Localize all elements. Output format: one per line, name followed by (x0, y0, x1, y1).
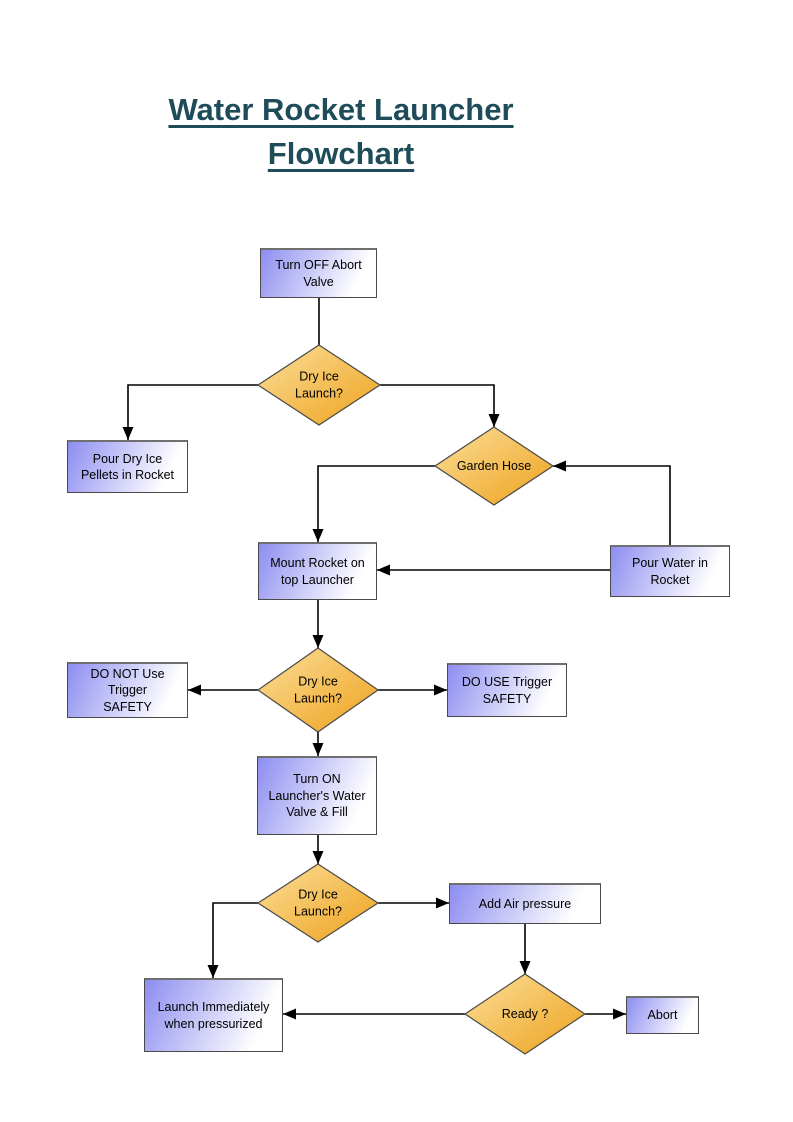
connector-dry-ice-1-to-garden-hose (380, 384, 500, 427)
node-do-not-use-trigger: DO NOT Use Trigger SAFETY (67, 662, 188, 718)
node-launch-immediately: Launch Immediately when pressurized (144, 978, 283, 1052)
node-label: DO USE Trigger SAFETY (461, 675, 553, 706)
node-do-use-trigger: DO USE Trigger SAFETY (447, 663, 567, 717)
connector-garden-hose-to-mount-rocket (312, 465, 435, 542)
node-add-air-pressure: Add Air pressure (449, 883, 601, 924)
page-title: Water Rocket Launcher Flowchart (168, 92, 514, 172)
node-label: Abort (647, 1008, 678, 1023)
connector-pour-water-to-garden-hose (553, 460, 671, 545)
node-turn-on-water-valve: Turn ON Launcher's Water Valve & Fill (257, 756, 377, 835)
decision-dry-ice-launch-1-label: Dry Ice Launch? (295, 369, 343, 401)
node-pour-dry-ice-pellets: Pour Dry Ice Pellets in Rocket (67, 440, 188, 493)
node-label: Add Air pressure (478, 896, 572, 911)
node-label: Pour Water in Rocket (632, 556, 708, 587)
node-label: Turn OFF Abort Valve (275, 258, 362, 289)
node-label: Mount Rocket on top Launcher (270, 556, 365, 587)
node-pour-water: Pour Water in Rocket (610, 545, 730, 597)
node-label: Pour Dry Ice Pellets in Rocket (80, 451, 175, 483)
decision-dry-ice-launch-3-shape (256, 863, 380, 943)
decision-ready-label: Ready ? (501, 1006, 549, 1021)
node-abort: Abort (626, 996, 699, 1034)
node-turn-off-abort-valve: Turn OFF Abort Valve (260, 248, 377, 298)
decision-garden-hose-label: Garden Hose (456, 458, 532, 473)
connector-dry-ice-3-to-launch (207, 902, 258, 978)
decision-dry-ice-launch-2-label: Dry Ice Launch? (294, 674, 342, 706)
node-mount-rocket: Mount Rocket on top Launcher (258, 542, 377, 600)
node-label: Turn ON Launcher's Water Valve & Fill (268, 772, 366, 820)
decision-ready-shape (463, 973, 587, 1055)
connector-dry-ice-1-to-pour-dry-ice (122, 384, 258, 440)
node-label: DO NOT Use Trigger SAFETY (90, 666, 165, 714)
decision-dry-ice-launch-3-label: Dry Ice Launch? (294, 887, 342, 919)
decision-garden-hose-shape (433, 426, 555, 506)
decision-dry-ice-launch-2-shape (256, 647, 380, 733)
node-label: Launch Immediately when pressurized (157, 1000, 270, 1031)
decision-dry-ice-launch-1-shape (256, 344, 382, 426)
